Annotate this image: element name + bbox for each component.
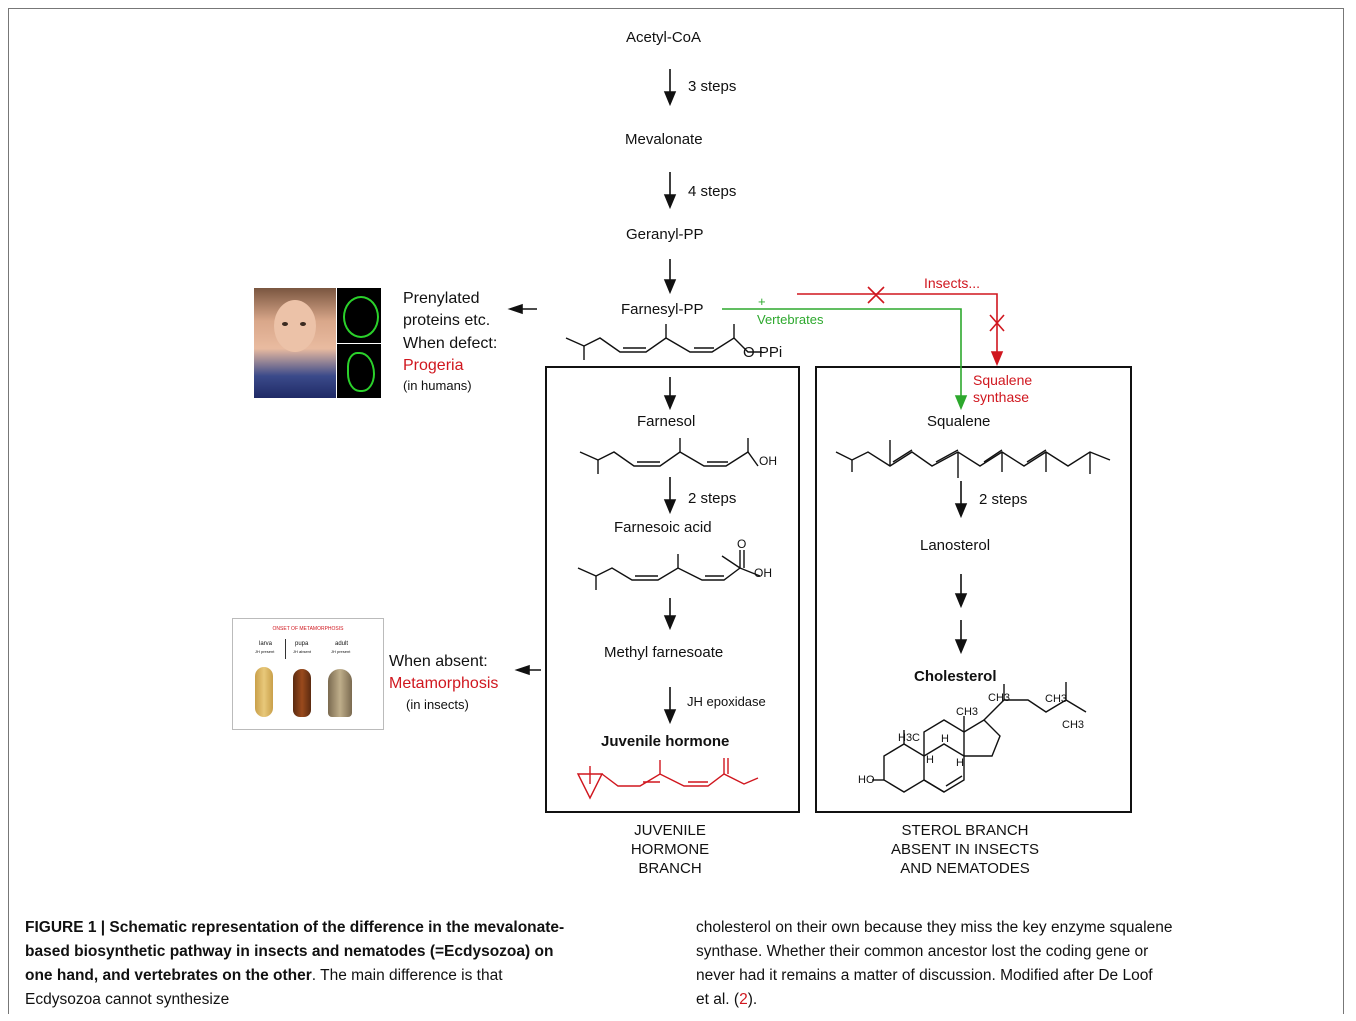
in-insects-label: (in insects) (406, 697, 469, 712)
arrow-acid-to-methyl (663, 598, 677, 631)
arrow-farnesol-to-acid (663, 477, 677, 515)
farnesoic-acid-structure (577, 550, 761, 590)
when-defect-label: When defect: (403, 335, 498, 352)
caption-line-4: et al. (2). (696, 991, 758, 1008)
farnesyl-pp-label: Farnesyl-PP (621, 301, 704, 318)
proteins-label: proteins etc. (403, 312, 491, 329)
arrow-mevalonate-to-geranyl (663, 172, 677, 210)
farnesyl-pp-structure (565, 324, 762, 360)
sterol-branch-label: STEROL BRANCH ABSENT IN INSECTS AND NEMA… (890, 822, 1040, 877)
progeria-label: Progeria (403, 357, 464, 374)
ch3-d: CH3 (956, 706, 979, 718)
caption-line-1: cholesterol on their own because they mi… (696, 919, 1173, 936)
mevalonate-label: Mevalonate (625, 131, 703, 148)
pupa-image (293, 669, 311, 717)
h-atom-c: H (956, 757, 964, 769)
panel-larva-sub: JH present (255, 649, 275, 654)
methyl-farnesoate-label: Methyl farnesoate (604, 644, 724, 661)
panel-larva: larva (259, 641, 273, 647)
steps2-left-label: 2 steps (688, 490, 737, 507)
arrow-farnesyl-to-farnesol (663, 377, 677, 411)
squalene-synthase-label: Squalene synthase (973, 372, 1033, 405)
fluorescence-nucleus-defect (337, 344, 381, 398)
oh-label-2: OH (754, 566, 772, 580)
squalene-structure (835, 440, 1111, 478)
arrow-methyl-to-jh (663, 687, 677, 725)
jh-branch-label: JUVENILE HORMONE BRANCH (630, 822, 710, 877)
panel-pupa-sub: JH absent (293, 649, 312, 654)
caption-rest: . The main difference is that Ecdysozoa … (25, 967, 503, 1008)
farnesol-structure (579, 438, 759, 474)
caption-bold: FIGURE 1 | Schematic representation of t… (25, 919, 565, 984)
juvenile-hormone-structure (576, 758, 759, 800)
steps4-label: 4 steps (688, 183, 737, 200)
prenylated-label: Prenylated (403, 290, 480, 307)
arrow-to-metamorphosis (514, 664, 541, 676)
arrow-acetyl-to-mevalonate (663, 69, 677, 107)
ch3-c: CH3 (1062, 719, 1085, 731)
cholesterol-structure (872, 682, 1087, 793)
h3c-label: H3C (898, 732, 921, 744)
oh-label-1: OH (759, 454, 777, 468)
panel-pupa: pupa (295, 641, 309, 647)
arrow-squalene-to-lanosterol (954, 481, 968, 519)
panel-adult-sub: JH present (331, 649, 351, 654)
metamorphosis-label: Metamorphosis (389, 675, 499, 692)
steps2-right-label: 2 steps (979, 491, 1028, 508)
jh-epoxidase-label: JH epoxidase (687, 694, 766, 709)
ch3-b: CH3 (1045, 693, 1068, 705)
larva-image (255, 667, 273, 717)
steps3-label: 3 steps (688, 78, 737, 95)
in-humans-label: (in humans) (403, 378, 472, 393)
caption-line-2: synthase. Whether their common ancestor … (696, 943, 1149, 960)
panel-title: ONSET OF METAMORPHOSIS (272, 626, 344, 632)
acetyl-coa-label: Acetyl-CoA (626, 29, 702, 46)
ho-label: HO (858, 774, 875, 786)
when-absent-label: When absent: (389, 653, 488, 670)
arrow-lanosterol-to-intermediate (954, 574, 968, 609)
progeria-child-photo (254, 288, 336, 398)
vertebrates-label: Vertebrates (757, 312, 824, 327)
h-atom-b: H (926, 754, 934, 766)
arrow-intermediate-to-cholesterol (954, 620, 968, 655)
arrow-geranyl-to-farnesyl (663, 259, 677, 295)
figure-frame (8, 8, 1344, 1014)
figure-caption-left: FIGURE 1 | Schematic representation of t… (25, 916, 570, 1012)
ch3-a: CH3 (988, 692, 1011, 704)
juvenile-hormone-label: Juvenile hormone (601, 733, 730, 750)
oppi-label: O PPi (743, 344, 783, 361)
metamorphosis-panel: ONSET OF METAMORPHOSIS larva JH present … (232, 618, 384, 730)
geranyl-pp-label: Geranyl-PP (626, 226, 704, 243)
o-acid-label: O (737, 537, 747, 551)
reference-link[interactable]: 2 (739, 991, 748, 1008)
cholesterol-label: Cholesterol (914, 668, 997, 685)
caption-line-3: never had it remains a matter of discuss… (696, 967, 1153, 984)
panel-adult: adult (335, 641, 349, 647)
adult-moth-image (328, 669, 352, 717)
farnesoic-acid-label: Farnesoic acid (614, 519, 712, 536)
squalene-label: Squalene (927, 413, 991, 430)
fluorescence-nucleus-normal (337, 288, 381, 343)
plus-label: + (758, 294, 766, 309)
sterol-branch-box (815, 366, 1132, 813)
h-atom-a: H (941, 733, 949, 745)
insects-label: Insects... (924, 275, 981, 291)
farnesol-label: Farnesol (637, 413, 696, 430)
lanosterol-label: Lanosterol (920, 537, 991, 554)
figure-caption-right: cholesterol on their own because they mi… (696, 916, 1296, 1012)
juvenile-hormone-branch-box (545, 366, 800, 813)
arrow-to-prenylated (507, 303, 537, 315)
